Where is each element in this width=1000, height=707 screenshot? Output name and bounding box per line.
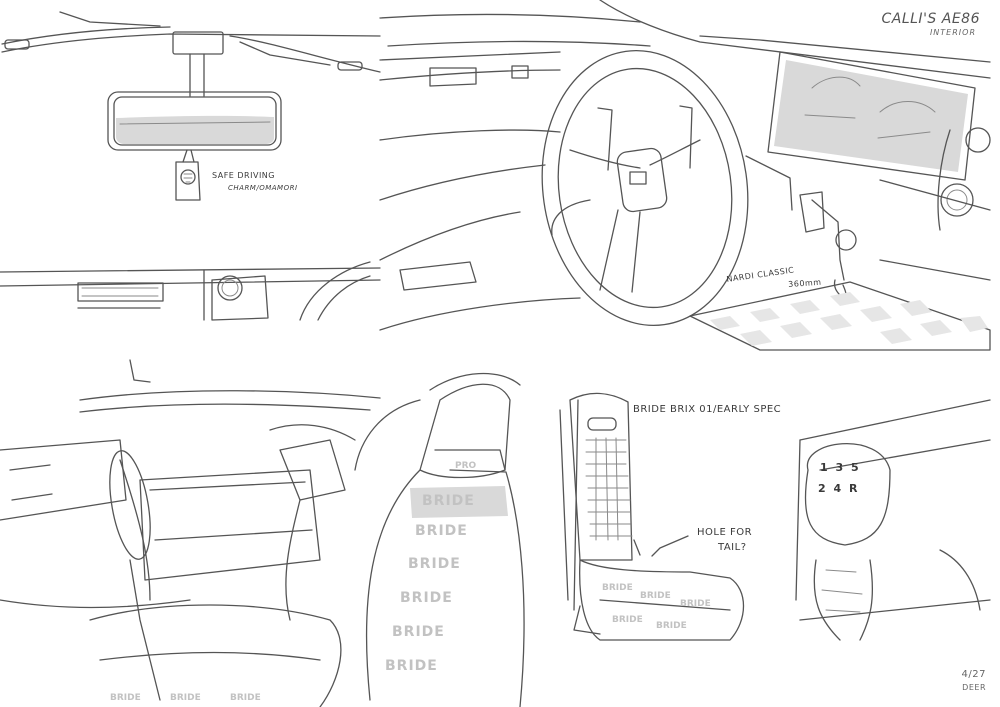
side-steering-wheel bbox=[109, 450, 151, 560]
mirror-stem bbox=[189, 53, 205, 97]
cushion-logo-small-4: BRIDE bbox=[612, 615, 643, 625]
sheet-title: CALLI'S AE86 bbox=[881, 11, 980, 27]
bride-logo-4: BRIDE bbox=[400, 590, 453, 606]
cushion-logo-3: BRIDE bbox=[230, 693, 261, 703]
shift-pattern-row2: 2 4 R bbox=[818, 482, 860, 495]
seat-pattern bbox=[585, 437, 633, 541]
bride-logo-2: BRIDE bbox=[415, 523, 468, 539]
shift-knob bbox=[804, 442, 891, 546]
steering-wheel bbox=[541, 49, 749, 327]
seat-label: BRIDE BRIX 01/EARLY SPEC bbox=[633, 404, 782, 415]
horn-button bbox=[616, 147, 668, 213]
tail-hole-label-line2: TAIL? bbox=[718, 542, 747, 553]
mirror-mount bbox=[172, 31, 224, 55]
cushion-logo-small-5: BRIDE bbox=[656, 621, 687, 631]
cushion-logo-small-2: BRIDE bbox=[640, 591, 671, 601]
roof-line bbox=[1, 33, 381, 53]
sheet-subtitle: INTERIOR bbox=[929, 28, 976, 37]
signature-name: DEER bbox=[962, 683, 986, 692]
tail-hole-arrow bbox=[633, 535, 689, 557]
bride-logo-1: BRIDE bbox=[422, 493, 475, 509]
cabin-panel: PRO BRIDE BRIDE BRIDE BRIDE BRIDE BRIDE … bbox=[0, 359, 525, 707]
steering-panel bbox=[379, 0, 991, 351]
bucket-seat-cushion bbox=[579, 559, 744, 641]
seat-diagram-panel: BRIDE BRIDE BRIDE BRIDE BRIDE bbox=[559, 392, 744, 641]
bride-logo-5: BRIDE bbox=[392, 624, 445, 640]
bride-logo-6: BRIDE bbox=[385, 658, 438, 674]
cushion-logo-small-3: BRIDE bbox=[680, 599, 711, 609]
checkered-floor-mat bbox=[689, 281, 991, 351]
omamori-charm bbox=[175, 161, 201, 201]
rear-view-mirror bbox=[107, 91, 282, 151]
bucket-seat-back bbox=[569, 392, 633, 561]
cushion-logo-1: BRIDE bbox=[110, 693, 141, 703]
headrest-pro-text: PRO bbox=[455, 461, 477, 471]
gauge-cluster bbox=[767, 51, 976, 181]
cushion-logo-2: BRIDE bbox=[170, 693, 201, 703]
mirror-panel bbox=[0, 11, 381, 321]
cushion-logo-small-1: BRIDE bbox=[602, 583, 633, 593]
mirror-reflection bbox=[116, 115, 274, 144]
charm-label-line1: SAFE DRIVING bbox=[212, 171, 275, 180]
bride-logo-3: BRIDE bbox=[408, 556, 461, 572]
charm-label-line2: CHARM/OMAMORI bbox=[228, 184, 298, 192]
bride-seat-large: PRO BRIDE BRIDE BRIDE BRIDE BRIDE BRIDE … bbox=[110, 372, 525, 707]
shifter-panel bbox=[795, 399, 991, 641]
tail-hole-label-line1: HOLE FOR bbox=[697, 527, 753, 538]
shift-boot bbox=[813, 559, 874, 641]
signature-date: 4/27 bbox=[961, 669, 986, 680]
harness-slot bbox=[587, 417, 617, 431]
shift-pattern-row1: 1 3 5 bbox=[820, 461, 861, 474]
passenger-seat-back bbox=[279, 439, 346, 501]
